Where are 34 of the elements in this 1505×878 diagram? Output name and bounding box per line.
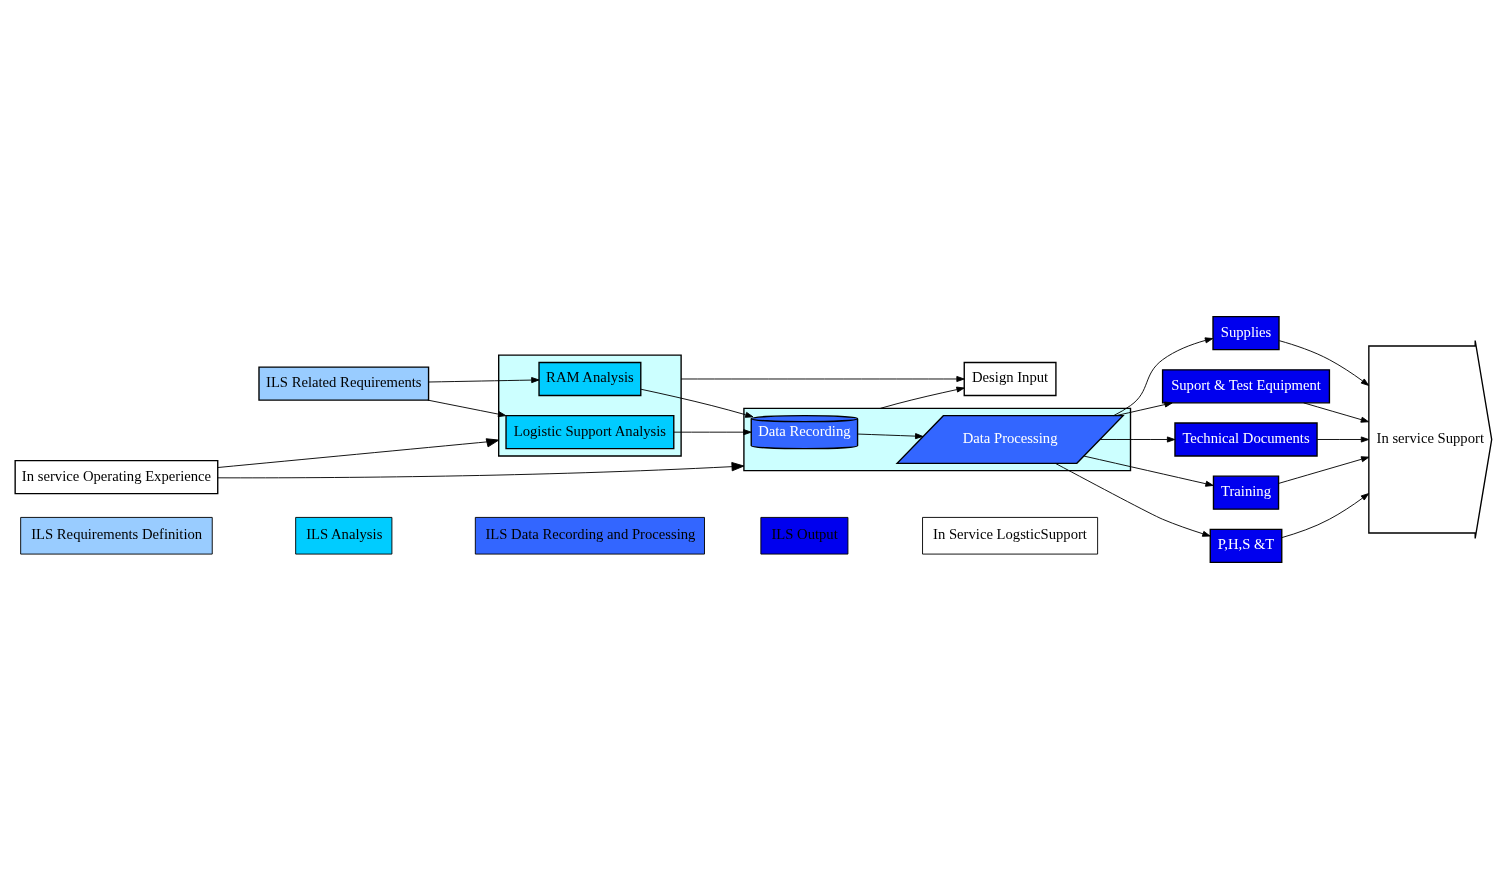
node-box: Training (1212, 475, 1280, 510)
arrow (1316, 435, 1370, 443)
legend-label: ILS Requirements Definition (31, 525, 203, 542)
arrow (1099, 435, 1176, 443)
node-box: Design Input (963, 361, 1057, 396)
legend-label: In Service LogsticSupport (933, 525, 1087, 542)
arrow (217, 461, 745, 478)
arrow (428, 376, 540, 383)
node-box: RAM Analysis (538, 361, 642, 396)
arrow (1113, 336, 1214, 416)
node-box: Suport & Test Equipment (1161, 368, 1331, 403)
arrow (1083, 455, 1214, 487)
arrow (1115, 401, 1173, 416)
arrow (1281, 492, 1370, 538)
arrow (673, 428, 752, 435)
node-box: Technical Documents (1174, 421, 1318, 457)
node-box: ILS Related Requirements (258, 365, 430, 401)
arrow (640, 388, 754, 418)
node-box: In service Operating Experience (14, 459, 219, 494)
arrow (1278, 455, 1370, 484)
arrow (1055, 462, 1211, 537)
arrow (427, 399, 507, 417)
arrow (879, 386, 965, 409)
node-box: P,H,S &T (1209, 528, 1283, 563)
arrow (217, 437, 500, 468)
arrow (680, 375, 965, 382)
node-box: Logistic Support Analysis (505, 414, 675, 449)
legend-label: ILS Output (771, 525, 838, 542)
arrow (857, 432, 924, 439)
arrow (1278, 339, 1370, 386)
legend-label: ILS Analysis (306, 525, 383, 542)
legend-label: ILS Data Recording and Processing (485, 525, 696, 542)
node-box: Supplies (1212, 315, 1280, 350)
arrow (1303, 401, 1369, 423)
